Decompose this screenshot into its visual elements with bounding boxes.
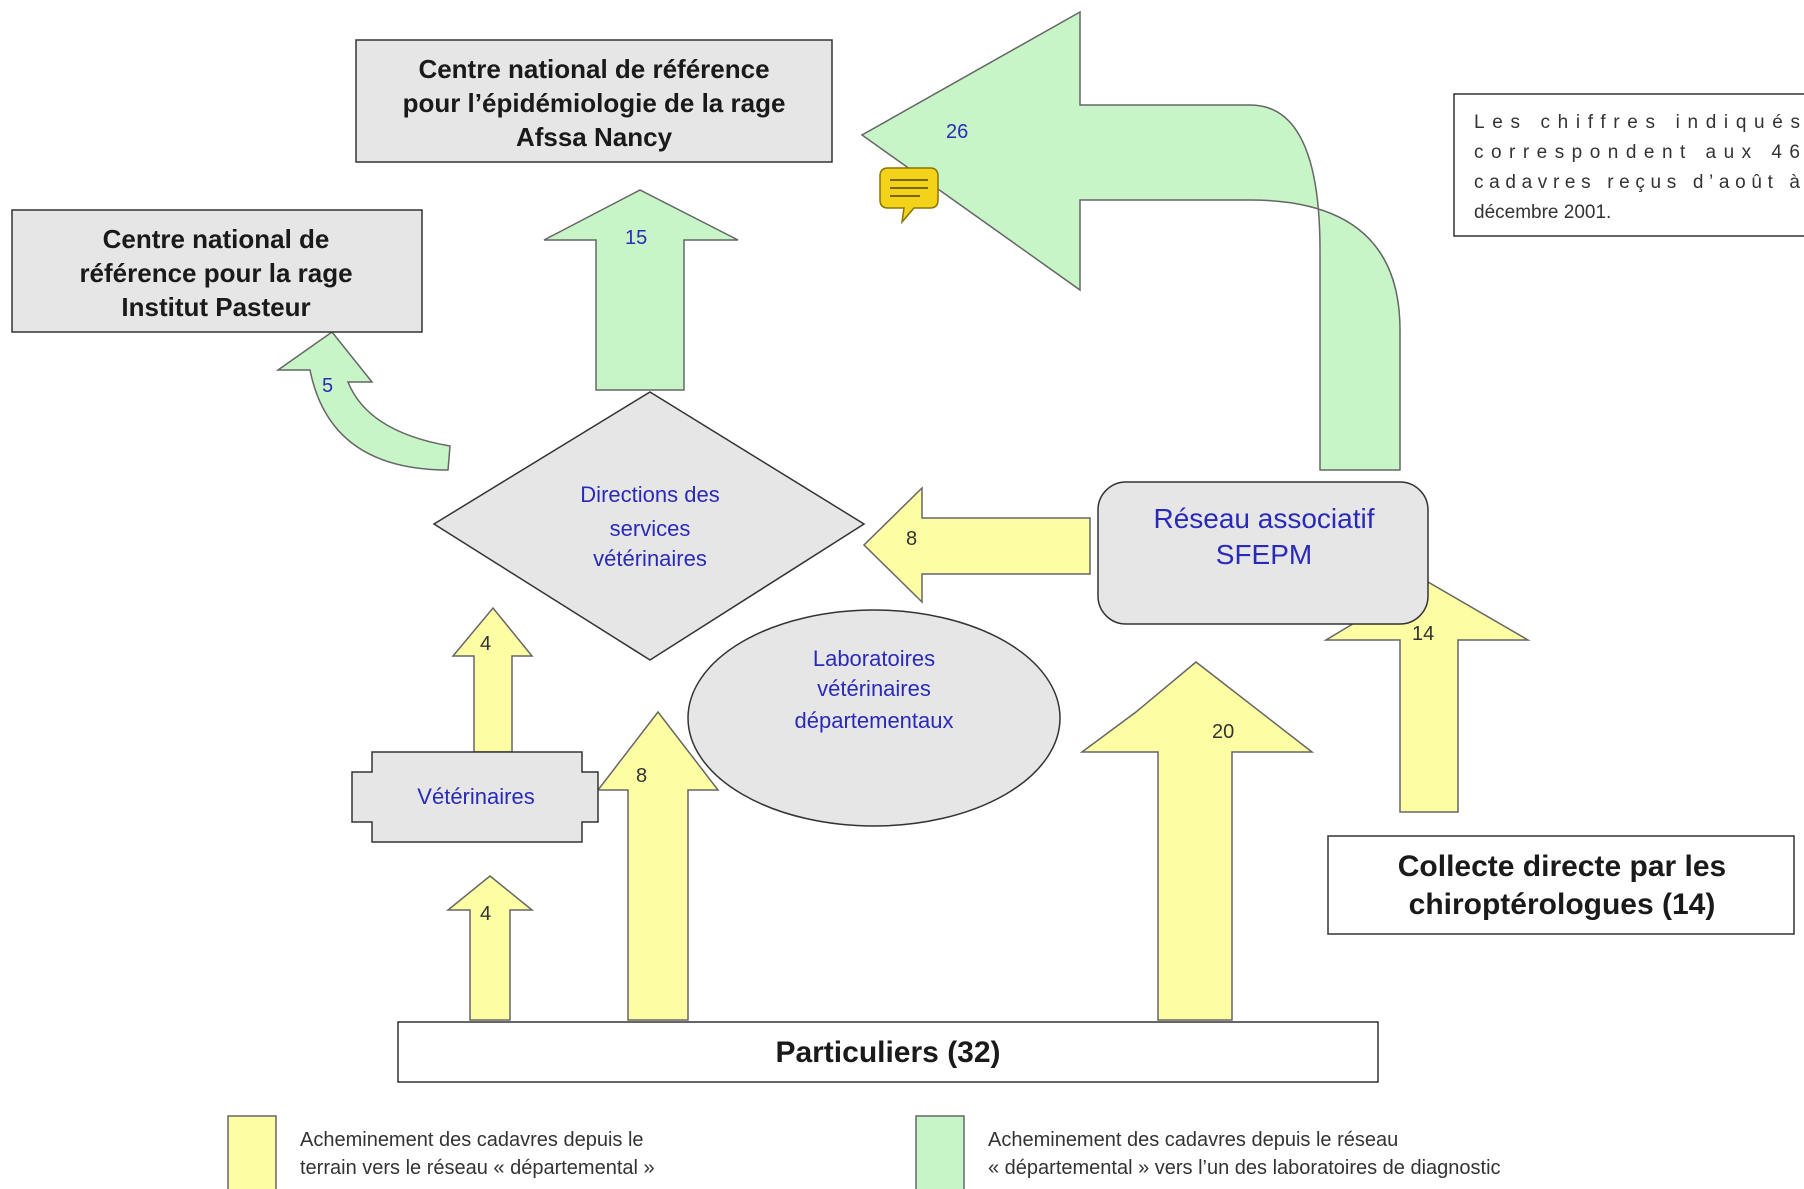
flow-value-8-particuliers: 8 <box>636 765 647 787</box>
node-directions-services-veterinaires <box>432 391 866 661</box>
node-laboratoires-departementaux <box>687 609 1061 827</box>
flow-arrow-sfepm-to-afssa <box>860 10 1401 471</box>
flow-value-8-sfepm: 8 <box>906 528 917 550</box>
dsv-label-line1: Directions des <box>580 482 719 507</box>
legend-swatch-green <box>915 1115 965 1189</box>
lvd-label-line1: Laboratoires <box>813 646 935 671</box>
afssa-title-line3: Afssa Nancy <box>516 122 673 152</box>
dsv-label-line3: vétérinaires <box>593 546 707 571</box>
afssa-title-line2: pour l’épidémiologie de la rage <box>403 88 786 118</box>
sfepm-label-line2: SFEPM <box>1216 539 1312 570</box>
flow-value-4-particuliers: 4 <box>480 903 491 925</box>
chiro-label-line1: Collecte directe par les <box>1398 850 1726 883</box>
flow-value-26: 26 <box>946 121 968 143</box>
flow-arrow-dsv-to-afssa <box>543 189 739 391</box>
flow-value-14: 14 <box>1412 623 1434 645</box>
node-reseau-sfepm <box>1097 481 1429 625</box>
pasteur-title-line3: Institut Pasteur <box>121 292 310 322</box>
afssa-title-line1: Centre national de référence <box>418 54 769 84</box>
node-institut-pasteur <box>11 209 423 333</box>
note-line3: cadavres reçus d’août à <box>1474 172 1800 193</box>
node-particuliers <box>397 1021 1379 1083</box>
note-box <box>1453 93 1804 237</box>
flow-value-15: 15 <box>625 227 647 249</box>
flow-arrow-particuliers-to-vet <box>445 875 535 1021</box>
node-veterinaires <box>351 751 599 843</box>
legend-green-line1: Acheminement des cadavres depuis le rése… <box>988 1129 1398 1151</box>
lvd-label-line2: vétérinaires <box>817 676 931 701</box>
flow-value-5: 5 <box>322 375 333 397</box>
flow-value-20: 20 <box>1212 721 1234 743</box>
lvd-label-line3: départementaux <box>795 708 954 733</box>
veterinaires-label: Vétérinaires <box>417 784 534 809</box>
legend-yellow-line1: Acheminement des cadavres depuis le <box>300 1129 644 1151</box>
sfepm-label-line1: Réseau associatif <box>1153 503 1374 534</box>
particuliers-label: Particuliers (32) <box>775 1036 1000 1069</box>
flow-arrow-vet-to-dsv <box>451 606 534 753</box>
legend-yellow-line2: terrain vers le réseau « départemental » <box>300 1157 655 1179</box>
node-chiropterologues <box>1327 835 1795 935</box>
node-afssa-nancy <box>355 39 833 163</box>
flow-arrow-dsv-to-pasteur <box>275 330 451 471</box>
flow-arrow-particuliers-to-labs <box>596 710 720 1021</box>
note-line4: décembre 2001. <box>1474 202 1611 223</box>
dsv-label-line2: services <box>610 516 691 541</box>
pasteur-title-line2: référence pour la rage <box>79 258 352 288</box>
chiro-label-line2: chiroptérologues (14) <box>1409 888 1716 921</box>
pasteur-title-line1: Centre national de <box>103 224 330 254</box>
flow-value-4-vet: 4 <box>480 633 491 655</box>
legend-green-line2: « départemental » vers l’un des laborato… <box>988 1157 1501 1179</box>
comment-icon[interactable] <box>879 167 939 225</box>
flow-arrow-sfepm-to-dsv <box>862 486 1091 604</box>
legend-swatch-yellow <box>227 1115 277 1189</box>
flow-arrow-particuliers-to-sfepm <box>1079 661 1315 1021</box>
